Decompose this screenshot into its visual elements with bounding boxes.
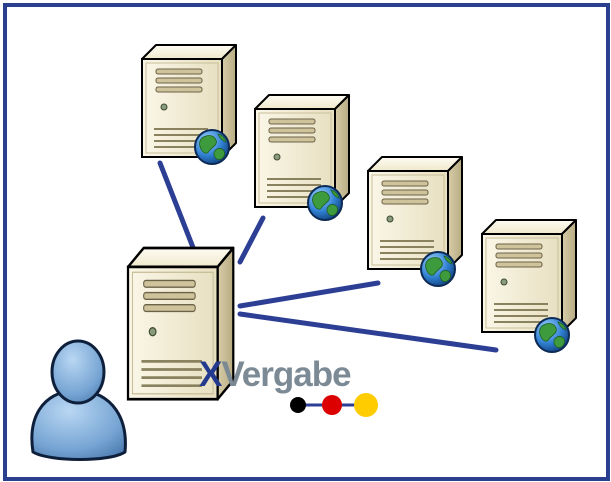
web-server-4 [481,219,577,353]
svg-text:XVergabe: XVergabe [199,355,351,394]
web-server-3 [367,156,463,287]
logo-text-x: X [199,355,223,394]
globe-icon [307,185,343,221]
xvergabe-logo: XVergabe [199,355,378,417]
connector-lines [157,160,499,353]
logo-text-rest: Vergabe [221,355,351,394]
globe-icon [194,129,230,165]
logo-dot-gold [354,393,378,417]
user-icon [30,339,127,461]
web-server-2 [254,94,350,221]
connector-line [237,215,266,265]
connector-line [237,311,499,353]
connector-line [237,280,381,309]
logo-dot-red [322,395,342,415]
connector-line [157,160,197,253]
globe-icon [420,251,456,287]
globe-icon [534,317,570,353]
logo-dot-black [290,397,306,413]
web-server-1 [141,44,237,165]
